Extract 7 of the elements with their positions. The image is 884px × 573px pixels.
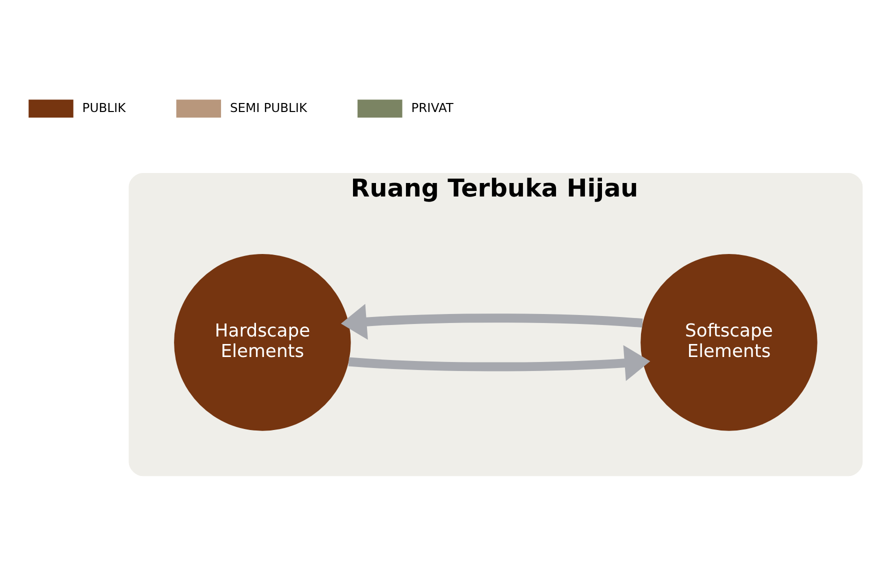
arrow — [340, 304, 643, 340]
node-circle: Softscape Elements — [640, 254, 818, 431]
node-circle: Hardscape Elements — [174, 254, 351, 431]
legend-label: SEMI PUBLIK — [230, 100, 308, 115]
legend-label: PRIVAT — [411, 100, 454, 115]
legend-label: PUBLIK — [82, 100, 126, 115]
arrow — [348, 345, 650, 382]
